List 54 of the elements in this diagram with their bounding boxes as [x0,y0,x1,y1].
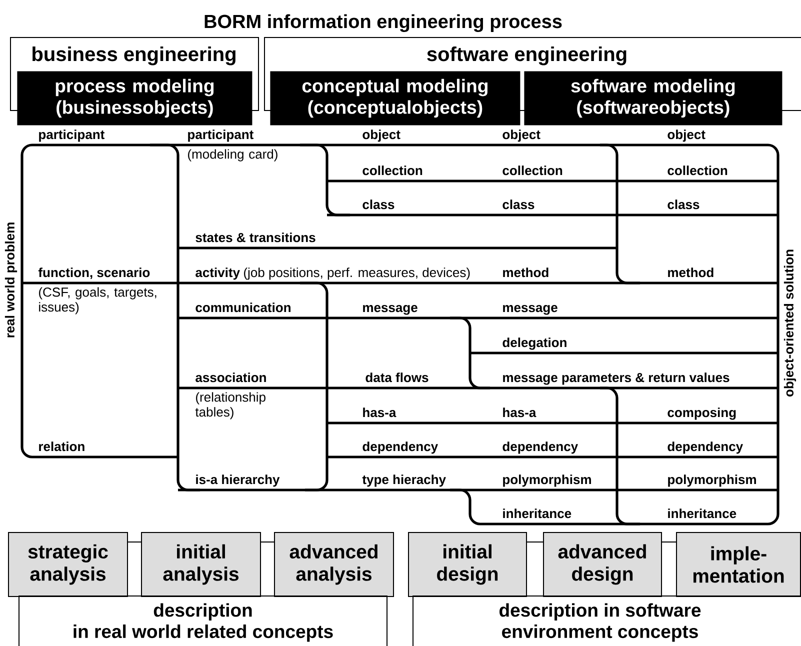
modeling-box: conceptual modeling (conceptualobjects) [270,71,520,126]
phase-box: strategic analysis [8,532,128,597]
line-note: (modeling card) [188,149,278,162]
description-bracket: description in software environment concepts [412,596,801,646]
line-label: dependency [502,442,578,454]
modeling-box: software modeling (softwareobjects) [524,71,782,126]
line-label: association [196,372,266,382]
line-label: class [502,200,534,210]
line-label: relation [39,442,84,452]
line-label: states & transitions [196,232,316,242]
line-label: communication [196,302,290,312]
phase-box: imple-mentation [676,532,801,597]
description-bracket: description in real world related concepts [18,596,388,646]
line-label: data flows [366,372,428,382]
phase-box: initial analysis [141,532,261,597]
line-note: (relationship tables) [195,392,266,420]
line-label: class [668,200,700,210]
line-label: class [362,200,394,210]
line-label: message parameters & return values [503,372,730,385]
line-label: participant [39,130,104,142]
line-label: collection [502,166,562,176]
phase-box: advanced analysis [274,532,394,597]
line-note: (CSF, goals, targets, issues) [39,287,156,314]
line-label: object [362,130,400,142]
side-label: object-oriented solution [784,250,796,397]
line-label: method [503,268,548,278]
phase-box: initial design [408,532,527,597]
line-label: polymorphism [668,474,756,487]
line-label: has-a [503,408,536,418]
line-label: polymorphism [503,474,591,487]
line-label: object [668,130,706,142]
line-label: participant [188,130,254,142]
line-label: object [502,130,540,142]
line-label: collection [362,166,422,176]
line-label: dependency [362,442,438,454]
line-label: method [668,268,714,278]
modeling-box: process modeling (businessobjects) [17,71,252,126]
line-label: function, scenario [38,268,150,280]
line-label: composing [668,408,736,420]
line-label: delegation [502,338,566,350]
line-note: (job positions, perf. measures, devices) [244,268,470,280]
line-label: inheritance [668,508,736,518]
line-label: inheritance [503,508,572,518]
line-label: is-a hierarchy [196,474,280,487]
side-label: real world problem [4,222,18,338]
line-label: collection [668,166,728,176]
line-label: type hierachy [362,474,446,487]
line-label: has-a [363,408,396,418]
line-label: activity [196,268,240,280]
line-label: message [503,305,558,315]
phase-box: advanced design [543,532,662,597]
line-label: dependency [668,442,743,454]
line-label: message [363,305,418,315]
diagram-title: BORM information engineering process [204,14,562,32]
